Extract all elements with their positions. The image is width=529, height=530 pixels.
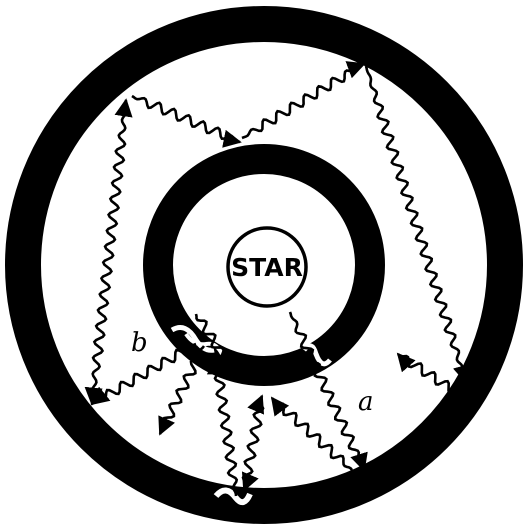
label-b: b — [131, 328, 148, 358]
star-label: STAR — [231, 253, 303, 282]
ray-outer-left-vertical — [92, 100, 126, 404]
ray-inner-to-outer-top-right — [242, 64, 364, 138]
ray-inner-bottom-to-outer — [243, 396, 263, 490]
ray-outer-top-left-to-inner — [132, 96, 240, 142]
label-a: a — [358, 387, 374, 417]
